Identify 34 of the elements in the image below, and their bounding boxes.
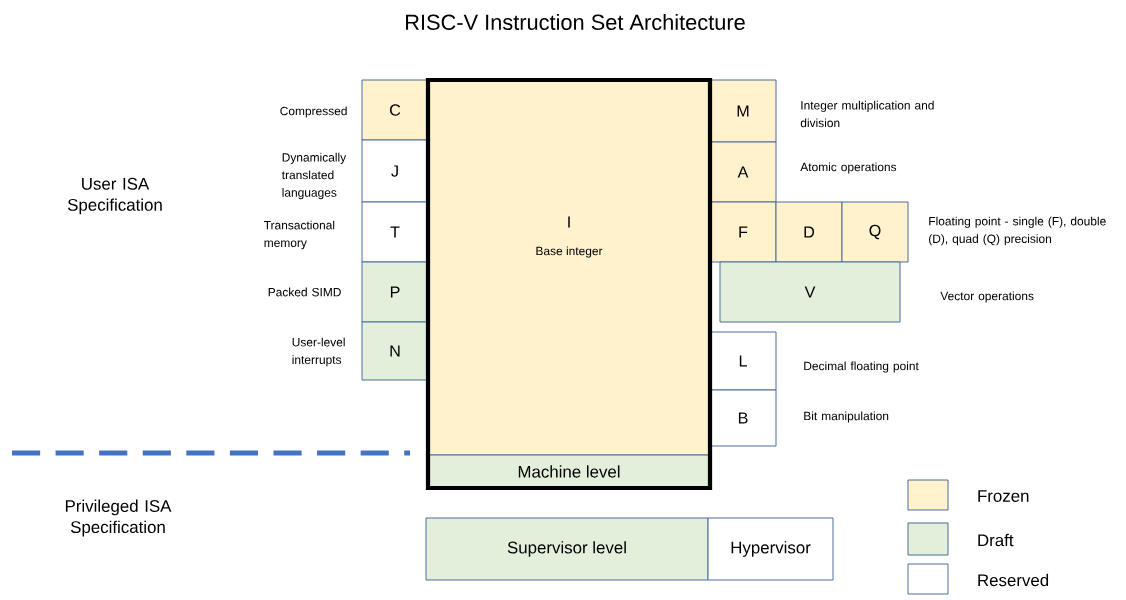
extension-box: T — [361, 201, 429, 263]
legend-label: Frozen — [978, 490, 1029, 502]
level-box: Hypervisor — [707, 517, 834, 581]
section-label: User ISA Specification — [67, 177, 162, 215]
extension-box: V — [719, 261, 901, 323]
description-label: User-level interrupts — [292, 337, 345, 367]
extension-box: D — [775, 201, 843, 263]
level-box: Machine level — [427, 454, 711, 489]
extension-box: A — [709, 141, 777, 203]
section-label: Privileged ISA Specification — [65, 499, 172, 537]
description-label: Decimal floating point — [804, 361, 919, 373]
description-label: Atomic operations — [800, 162, 897, 174]
description-label: Floating point - single (F), double (D), quad (Q) precision — [929, 216, 1106, 246]
extension-box: Q — [841, 201, 909, 263]
description-label: Compressed — [280, 106, 347, 118]
description-label: Dynamically translated languages — [281, 152, 347, 200]
description-label: Bit manipulation — [804, 411, 889, 423]
description-label: Transactional memory — [264, 220, 335, 250]
description-label: Integer multiplication and division — [800, 100, 934, 128]
level-box: Supervisor level — [425, 517, 709, 581]
title: RISC-V Instruction Set Architecture — [406, 14, 745, 30]
base-integer-box: I Base integer — [427, 79, 711, 456]
description-label: Vector operations — [940, 291, 1034, 303]
extension-box: M — [709, 79, 777, 143]
extension-box: J — [361, 139, 429, 203]
extension-box: P — [361, 261, 429, 323]
extension-box: F — [709, 201, 777, 263]
extension-box: B — [709, 389, 777, 447]
extension-box: C — [361, 79, 429, 141]
extension-box: N — [361, 321, 429, 381]
extension-box: L — [709, 331, 777, 391]
legend-label: Reserved — [978, 573, 1049, 587]
legend-label: Draft — [978, 533, 1014, 547]
description-label: Packed SIMD — [268, 287, 341, 297]
